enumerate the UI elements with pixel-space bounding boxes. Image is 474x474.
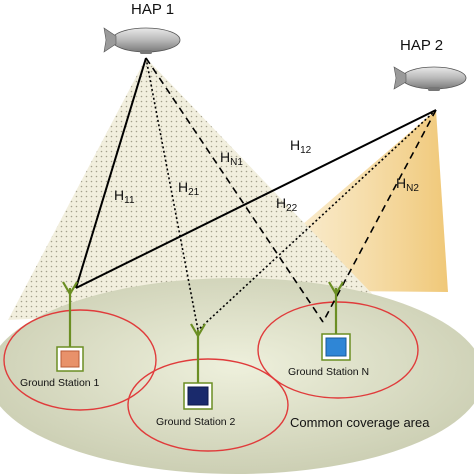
ground-station-1: Ground Station 1 xyxy=(20,281,100,389)
station-1-icon xyxy=(60,350,80,368)
channel-label-hn2: HN2 xyxy=(396,175,419,194)
channel-label-h22: H22 xyxy=(276,195,298,214)
station-2-label: Ground Station 2 xyxy=(156,416,236,428)
hap1-coverage-dots xyxy=(8,58,380,320)
link-h22 xyxy=(197,109,437,331)
station-n-icon xyxy=(325,337,347,357)
link-hn1 xyxy=(145,57,324,323)
antenna-icon xyxy=(190,323,206,386)
station-n-label: Ground Station N xyxy=(288,366,369,378)
antenna-icon xyxy=(62,281,78,352)
cell-ring-station-2 xyxy=(127,358,289,452)
channel-label-h12: H12 xyxy=(290,137,312,156)
hap2-label: HAP 2 xyxy=(400,37,443,54)
cell-ring-station-n xyxy=(257,301,419,399)
channel-label-h21: H21 xyxy=(178,179,200,198)
antenna-icon xyxy=(328,281,344,336)
station-1-label: Ground Station 1 xyxy=(20,377,100,389)
channel-label-hn1: HN1 xyxy=(220,149,243,168)
cell-ring-station-1 xyxy=(3,309,157,411)
ground-station-2: Ground Station 2 xyxy=(156,323,236,428)
channel-label-h11: H11 xyxy=(114,187,135,206)
link-h11 xyxy=(75,57,147,289)
hap1-airship-icon xyxy=(103,27,181,54)
hap1-label: HAP 1 xyxy=(131,1,174,18)
hap2-airship-icon xyxy=(393,66,467,91)
station-2-icon xyxy=(187,386,209,406)
common-coverage-area xyxy=(0,278,474,474)
coverage-area-label: Common coverage area xyxy=(290,415,430,430)
link-hn2 xyxy=(322,109,437,323)
ground-station-n: Ground Station N xyxy=(288,281,369,378)
link-h12 xyxy=(75,109,437,289)
link-h21 xyxy=(145,57,199,331)
